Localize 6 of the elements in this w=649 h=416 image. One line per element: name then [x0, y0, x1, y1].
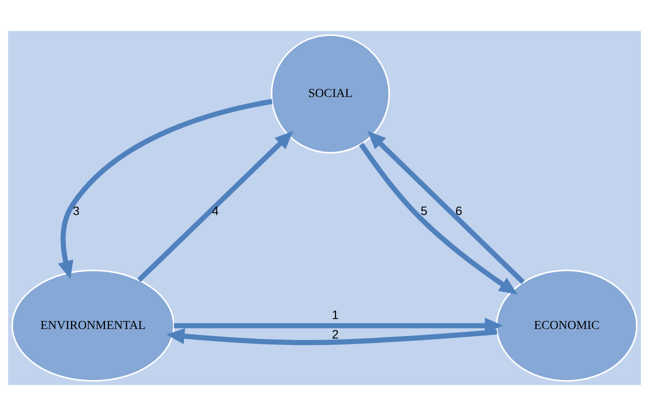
edge-label: 1: [332, 308, 339, 322]
edge-label: 4: [212, 204, 219, 218]
edge-label: 5: [420, 204, 428, 218]
edge-label: 2: [332, 328, 339, 342]
edge-label: 6: [455, 204, 462, 218]
edge-label: 3: [72, 204, 80, 218]
